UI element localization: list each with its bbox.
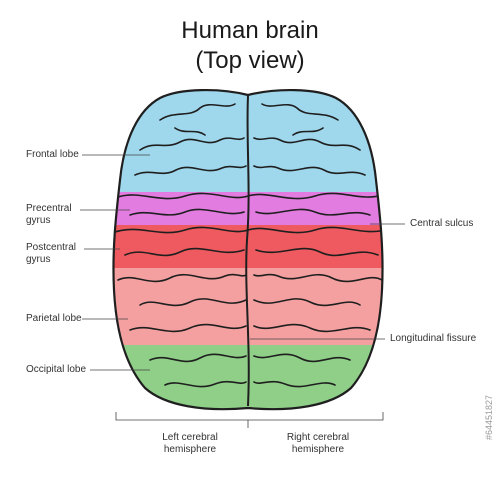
diagram-subtitle: (Top view) — [195, 47, 305, 74]
label-central-sulcus: Central sulcus — [410, 218, 474, 229]
postcentral-gyrus-region — [113, 225, 383, 270]
label-left-hemisphere: Left cerebral hemisphere — [162, 432, 218, 455]
label-precentral-gyrus: Precentral gyrus — [26, 203, 72, 226]
label-parietal-lobe: Parietal lobe — [26, 313, 82, 324]
label-right-hemisphere: Right cerebral hemisphere — [286, 432, 350, 455]
leader-lines — [80, 154, 405, 428]
longitudinal-fissure-line — [245, 95, 250, 407]
label-occipital-lobe: Occipital lobe — [26, 364, 87, 375]
brain-gyri — [114, 103, 383, 388]
frontal-lobe-region — [113, 90, 383, 195]
precentral-gyrus-region — [113, 192, 383, 228]
label-postcentral-gyrus: Postcentral gyrus — [26, 242, 77, 265]
label-frontal-lobe: Frontal lobe — [26, 149, 79, 160]
brain-outline — [112, 89, 384, 411]
diagram-title: Human brain — [181, 17, 319, 44]
occipital-lobe-region — [113, 345, 383, 410]
label-longitudinal-fissure: Longitudinal fissure — [390, 333, 477, 344]
stock-id-text: #64451827 — [484, 394, 494, 440]
